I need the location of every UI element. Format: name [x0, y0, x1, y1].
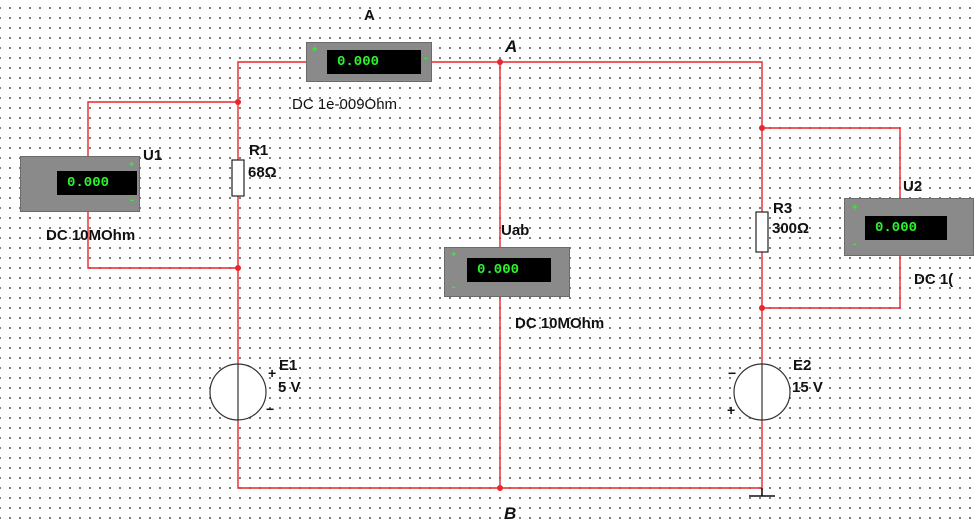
voltmeter-u1[interactable]: 0.000 + -: [20, 156, 140, 212]
junction-dot: [497, 485, 503, 491]
node-label-a: A: [505, 37, 518, 56]
voltmeter-uab[interactable]: 0.000 + -: [444, 247, 570, 297]
terminal-plus-icon: +: [852, 203, 858, 213]
voltmeter-u1-display: 0.000: [57, 171, 137, 195]
voltmeter-u2-name: U2: [903, 178, 923, 195]
source-e1-symbol: [209, 363, 267, 421]
ammeter-a-mode: DC 1e-009Ohm: [292, 96, 398, 113]
terminal-plus-icon: +: [129, 160, 135, 170]
wire-top-left: [237, 61, 306, 102]
wires: [87, 61, 901, 489]
terminal-minus-icon: -: [451, 283, 457, 293]
voltmeter-u2[interactable]: 0.000 + -: [844, 198, 974, 256]
source-e1-value: 5 V: [278, 379, 301, 396]
source-e2-plus: +: [727, 402, 736, 418]
source-e2-minus: −: [728, 365, 737, 381]
wire-e1-bottom: [237, 420, 762, 489]
junction-dot: [235, 99, 241, 105]
resistor-r1-value: 68Ω: [248, 164, 277, 181]
source-e2-value: 15 V: [792, 379, 823, 396]
resistor-r3-value: 300Ω: [772, 220, 810, 237]
wire-u2-top: [762, 127, 901, 198]
source-e2-symbol: [733, 363, 791, 421]
junction-dot: [759, 305, 765, 311]
source-e1-name: E1: [279, 357, 298, 374]
voltmeter-uab-display: 0.000: [467, 258, 551, 282]
source-e1-minus: −: [266, 401, 275, 417]
ground-icon: [749, 488, 775, 497]
source-e2-name: E2: [793, 357, 812, 374]
voltmeter-uab-name: Uab: [501, 222, 530, 239]
wire-u2-bottom: [762, 256, 901, 309]
wire-u1-top: [87, 101, 238, 156]
terminal-plus-icon: +: [312, 45, 318, 55]
wire-top-right: [432, 61, 763, 128]
voltmeter-u1-name: U1: [143, 147, 163, 164]
terminal-minus-icon: -: [129, 196, 135, 206]
voltmeter-uab-mode: DC 10MOhm: [515, 315, 605, 332]
terminal-minus-icon: -: [852, 240, 858, 250]
wire-u1-bottom: [87, 212, 238, 269]
resistor-r1-symbol: [231, 159, 245, 197]
voltmeter-u1-mode: DC 10MOhm: [46, 227, 136, 244]
voltmeter-u2-mode: DC 1(: [914, 271, 954, 288]
voltmeter-u2-display: 0.000: [865, 216, 947, 240]
resistor-r3-symbol: [755, 211, 769, 253]
ammeter-a-display: 0.000: [327, 50, 421, 74]
junctions: [235, 59, 765, 491]
ammeter-a-name: A: [364, 7, 375, 24]
terminal-minus-icon: -: [423, 54, 429, 64]
source-e1-plus: +: [268, 365, 277, 381]
ammeter-a[interactable]: 0.000 + -: [306, 42, 432, 82]
junction-dot: [759, 125, 765, 131]
node-label-b: B: [504, 504, 517, 523]
resistor-r1-name: R1: [249, 142, 269, 159]
terminal-plus-icon: +: [451, 250, 457, 260]
junction-dot: [235, 265, 241, 271]
junction-dot: [497, 59, 503, 65]
resistor-r3-name: R3: [773, 200, 793, 217]
